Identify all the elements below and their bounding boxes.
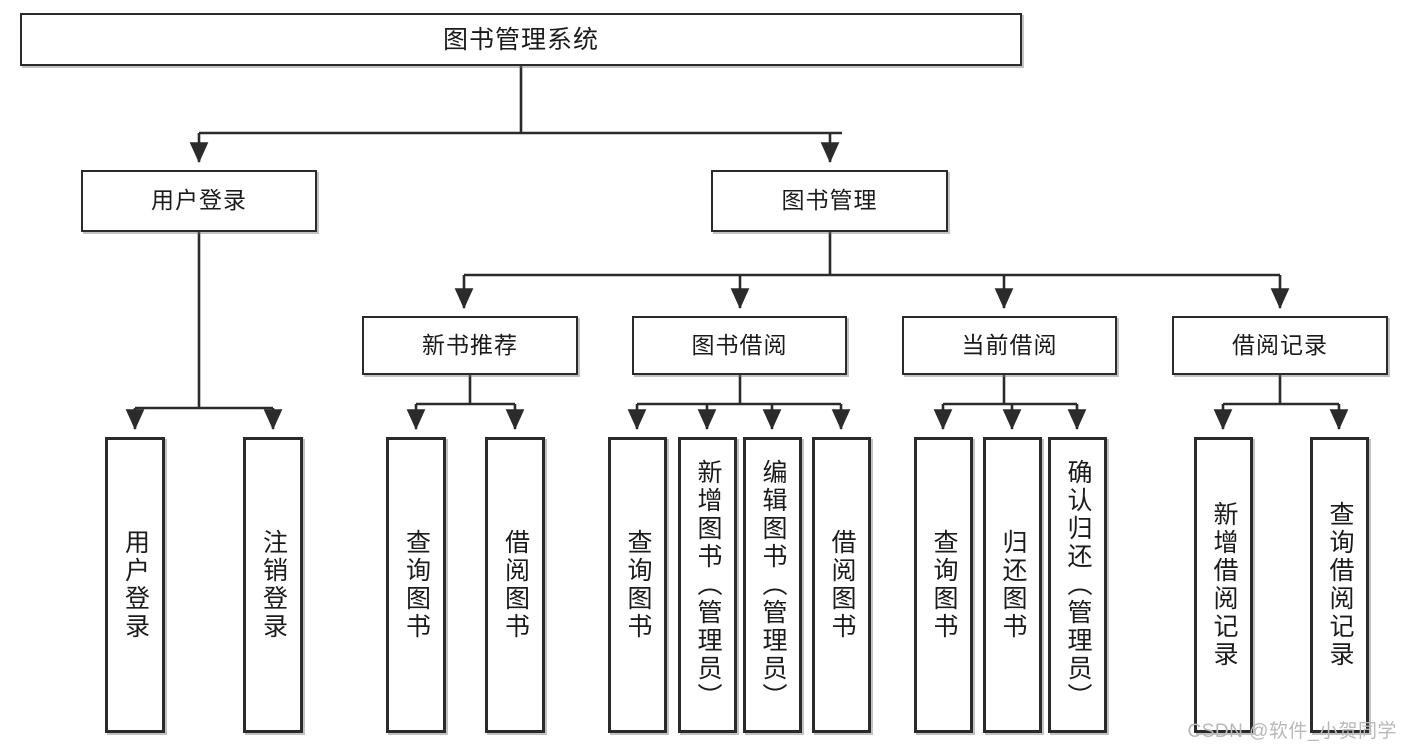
node-label: 借阅记录 — [1232, 331, 1328, 358]
node-user-login[interactable]: 用户登录 — [81, 170, 317, 232]
leaf-node[interactable]: 借阅图书 — [812, 437, 871, 733]
node-book-management[interactable]: 图书管理 — [711, 170, 948, 232]
node-borrow-record[interactable]: 借阅记录 — [1172, 316, 1388, 375]
leaf-node[interactable]: 查询图书 — [386, 437, 446, 733]
node-label: 图书借阅 — [691, 331, 788, 358]
leaf-node[interactable]: 借阅图书 — [485, 437, 545, 733]
node-current-borrow[interactable]: 当前借阅 — [902, 316, 1117, 375]
node-label: 用户登录 — [121, 529, 150, 641]
node-label: 查询图书 — [624, 529, 652, 641]
leaf-node[interactable]: 编辑图书（管理员） — [743, 437, 802, 733]
leaf-node[interactable]: 用户登录 — [105, 437, 165, 733]
leaf-node[interactable]: 注销登录 — [243, 437, 303, 733]
node-label: 编辑图书（管理员） — [759, 459, 787, 711]
leaf-node[interactable]: 查询图书 — [608, 437, 667, 733]
node-label: 查询借阅记录 — [1326, 501, 1354, 669]
node-book-management-system[interactable]: 图书管理系统 — [20, 13, 1022, 66]
leaf-node[interactable]: 确认归还（管理员） — [1048, 437, 1107, 733]
node-label: 注销登录 — [259, 529, 288, 641]
node-label: 查询图书 — [402, 529, 431, 641]
node-label: 新增图书（管理员） — [694, 459, 722, 711]
leaf-node[interactable]: 查询图书 — [914, 437, 973, 733]
node-new-book-recommend[interactable]: 新书推荐 — [362, 316, 578, 375]
leaf-node[interactable]: 新增图书（管理员） — [678, 437, 737, 733]
node-book-borrow[interactable]: 图书借阅 — [632, 316, 847, 375]
node-label: 新增借阅记录 — [1210, 501, 1238, 669]
node-label: 确认归还（管理员） — [1064, 459, 1092, 711]
node-label: 用户登录 — [151, 187, 247, 214]
leaf-node[interactable]: 查询借阅记录 — [1310, 437, 1369, 733]
node-label: 图书管理 — [781, 187, 878, 214]
leaf-node[interactable]: 归还图书 — [983, 437, 1042, 733]
node-label: 归还图书 — [999, 529, 1027, 641]
node-label: 新书推荐 — [422, 331, 518, 358]
leaf-node[interactable]: 新增借阅记录 — [1194, 437, 1253, 733]
node-label: 查询图书 — [930, 529, 958, 641]
node-label: 借阅图书 — [501, 529, 530, 641]
node-label: 借阅图书 — [828, 529, 856, 641]
node-label: 图书管理系统 — [442, 25, 599, 54]
node-label: 当前借阅 — [961, 331, 1058, 358]
